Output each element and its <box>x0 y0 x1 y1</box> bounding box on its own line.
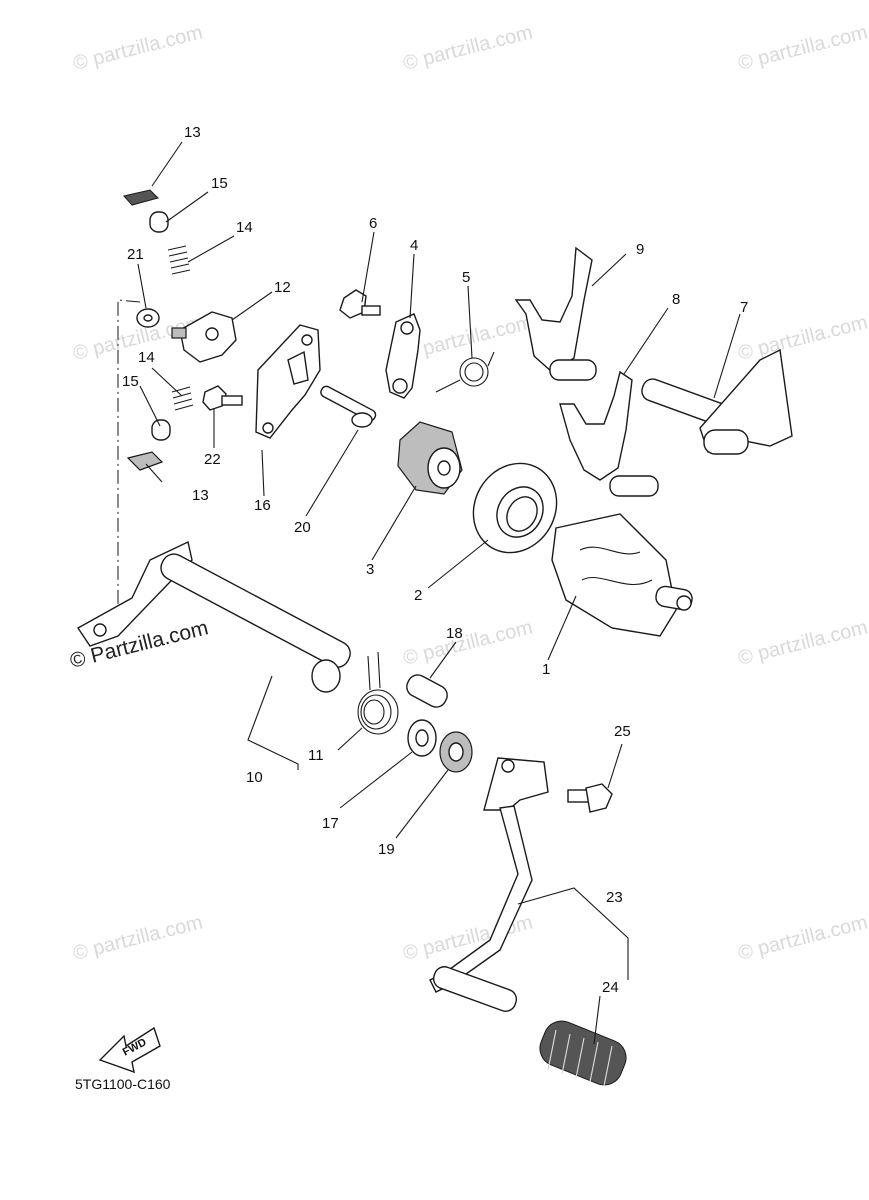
callout-13: 13 <box>184 124 201 141</box>
part-25-bolt[interactable] <box>567 783 613 813</box>
part-18-collar[interactable] <box>403 671 450 710</box>
watermark: © partzilla.com <box>401 21 535 74</box>
watermark: © partzilla.com <box>736 911 869 964</box>
part-4-lever[interactable] <box>385 313 421 399</box>
callout-15: 15 <box>211 175 228 192</box>
part-15-pin-bottom[interactable] <box>151 419 171 441</box>
part-23-shift-pedal[interactable] <box>429 757 549 1014</box>
part-17-washer[interactable] <box>407 719 437 757</box>
part-7-fork-rod[interactable] <box>639 348 793 455</box>
callout-14: 14 <box>236 219 253 236</box>
watermark: © partzilla.com <box>71 911 205 964</box>
part-13-stopper-top[interactable] <box>123 189 159 206</box>
callout-2: 2 <box>414 587 422 604</box>
part-13-stopper-bottom[interactable] <box>126 451 164 471</box>
part-16-plate[interactable] <box>255 324 321 439</box>
part-8-shift-fork[interactable] <box>559 370 659 497</box>
callout-7: 7 <box>740 299 748 316</box>
callout-16: 16 <box>254 497 271 514</box>
part-24-pedal-rubber[interactable] <box>535 1016 632 1091</box>
callout-10: 10 <box>246 769 263 786</box>
part-22-bolt[interactable] <box>202 385 243 411</box>
part-12-segment[interactable] <box>171 311 237 363</box>
part-1-shift-drum[interactable] <box>551 513 693 637</box>
part-3-shift-cam[interactable] <box>397 421 463 495</box>
watermark: © partzilla.com <box>736 311 869 364</box>
fwd-arrow-icon: FWD <box>98 1026 161 1074</box>
callout-14: 14 <box>138 349 155 366</box>
part-14-spring-bottom[interactable] <box>171 386 194 411</box>
part-20-shaft[interactable] <box>319 385 377 428</box>
part-15-pin-top[interactable] <box>149 211 169 233</box>
watermark-layer: © partzilla.com © partzilla.com © partzi… <box>68 21 869 964</box>
watermark: © partzilla.com <box>736 21 869 74</box>
part-6-bolt[interactable] <box>339 289 381 319</box>
callout-4: 4 <box>410 237 418 254</box>
callout-19: 19 <box>378 841 395 858</box>
callout-11: 11 <box>308 747 324 764</box>
callout-17: 17 <box>322 815 339 832</box>
callout-20: 20 <box>294 519 311 536</box>
diagram-code: 5TG1100-C160 <box>75 1076 171 1092</box>
leader-lines <box>137 141 741 1045</box>
callout-22: 22 <box>204 451 221 468</box>
part-10-shift-shaft[interactable] <box>76 540 354 693</box>
part-14-spring-top[interactable] <box>167 245 191 275</box>
assembly-line <box>117 299 141 618</box>
callout-25: 25 <box>614 723 631 740</box>
part-5-spring[interactable] <box>435 351 495 393</box>
part-9-shift-fork[interactable] <box>514 246 597 381</box>
callout-15: 15 <box>122 373 139 390</box>
watermark: © partzilla.com <box>401 616 535 669</box>
callout-8: 8 <box>672 291 680 308</box>
part-2-bearing[interactable] <box>457 448 572 568</box>
part-11-spring[interactable] <box>357 651 399 735</box>
callout-3: 3 <box>366 561 374 578</box>
callout-23: 23 <box>606 889 623 906</box>
watermark: © partzilla.com <box>736 616 869 669</box>
part-19-oil-seal[interactable] <box>439 731 473 773</box>
callout-1: 1 <box>542 661 550 678</box>
callout-6: 6 <box>369 215 377 232</box>
part-21-washer[interactable] <box>136 308 160 328</box>
callout-13: 13 <box>192 487 209 504</box>
watermark: © partzilla.com <box>401 311 535 364</box>
callout-12: 12 <box>274 279 291 296</box>
callout-9: 9 <box>636 241 644 258</box>
callout-21: 21 <box>127 246 144 263</box>
callout-24: 24 <box>602 979 619 996</box>
watermark: © partzilla.com <box>71 21 205 74</box>
callout-18: 18 <box>446 625 463 642</box>
callouts: 13 15 14 21 12 14 15 13 22 16 6 4 5 9 8 … <box>122 124 748 996</box>
callout-5: 5 <box>462 269 470 286</box>
